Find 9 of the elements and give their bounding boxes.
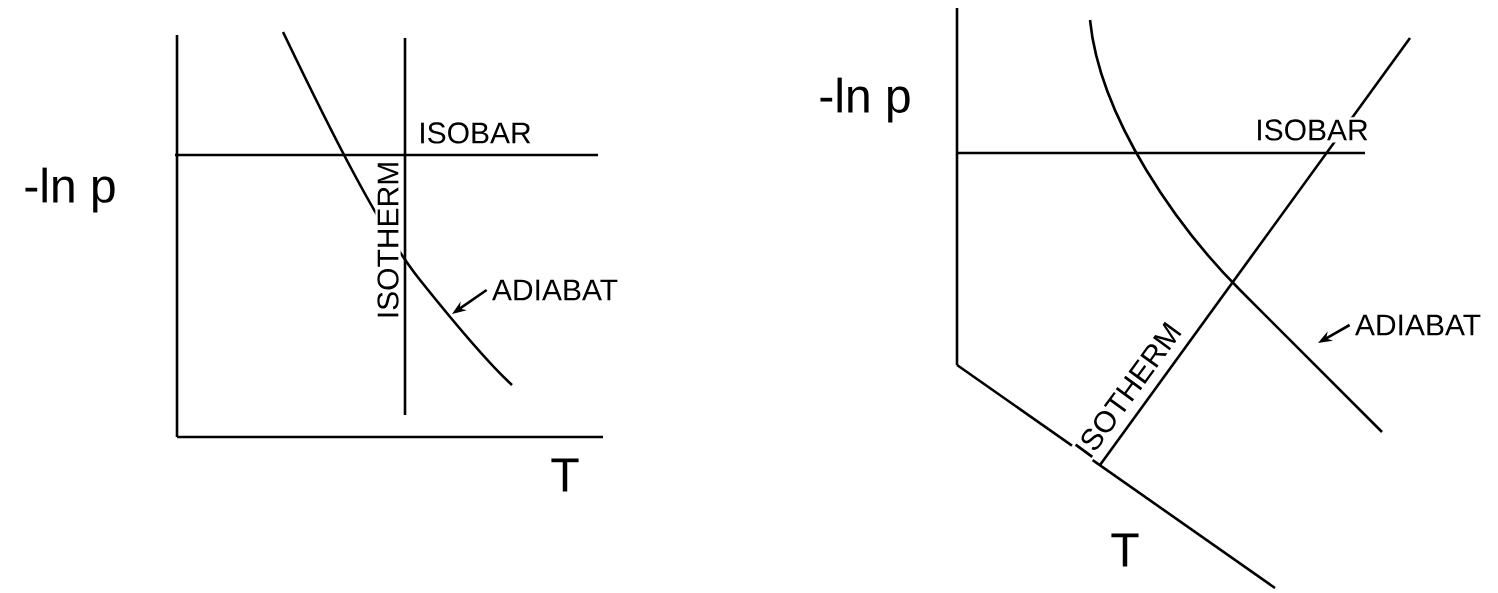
isobar-label: ISOBAR [416,120,534,146]
adiabat-label: ADIABAT [492,279,618,301]
axis-label: T [1108,531,1142,569]
axis-label: T [548,456,582,494]
axis-label: -ln p [816,75,914,125]
isotherm-label: ISOTHERM [375,158,401,322]
isobar-label: ISOBAR [1253,117,1371,143]
adiabat-label: ADIABAT [1355,314,1481,336]
axis-label: -ln p [21,165,119,215]
